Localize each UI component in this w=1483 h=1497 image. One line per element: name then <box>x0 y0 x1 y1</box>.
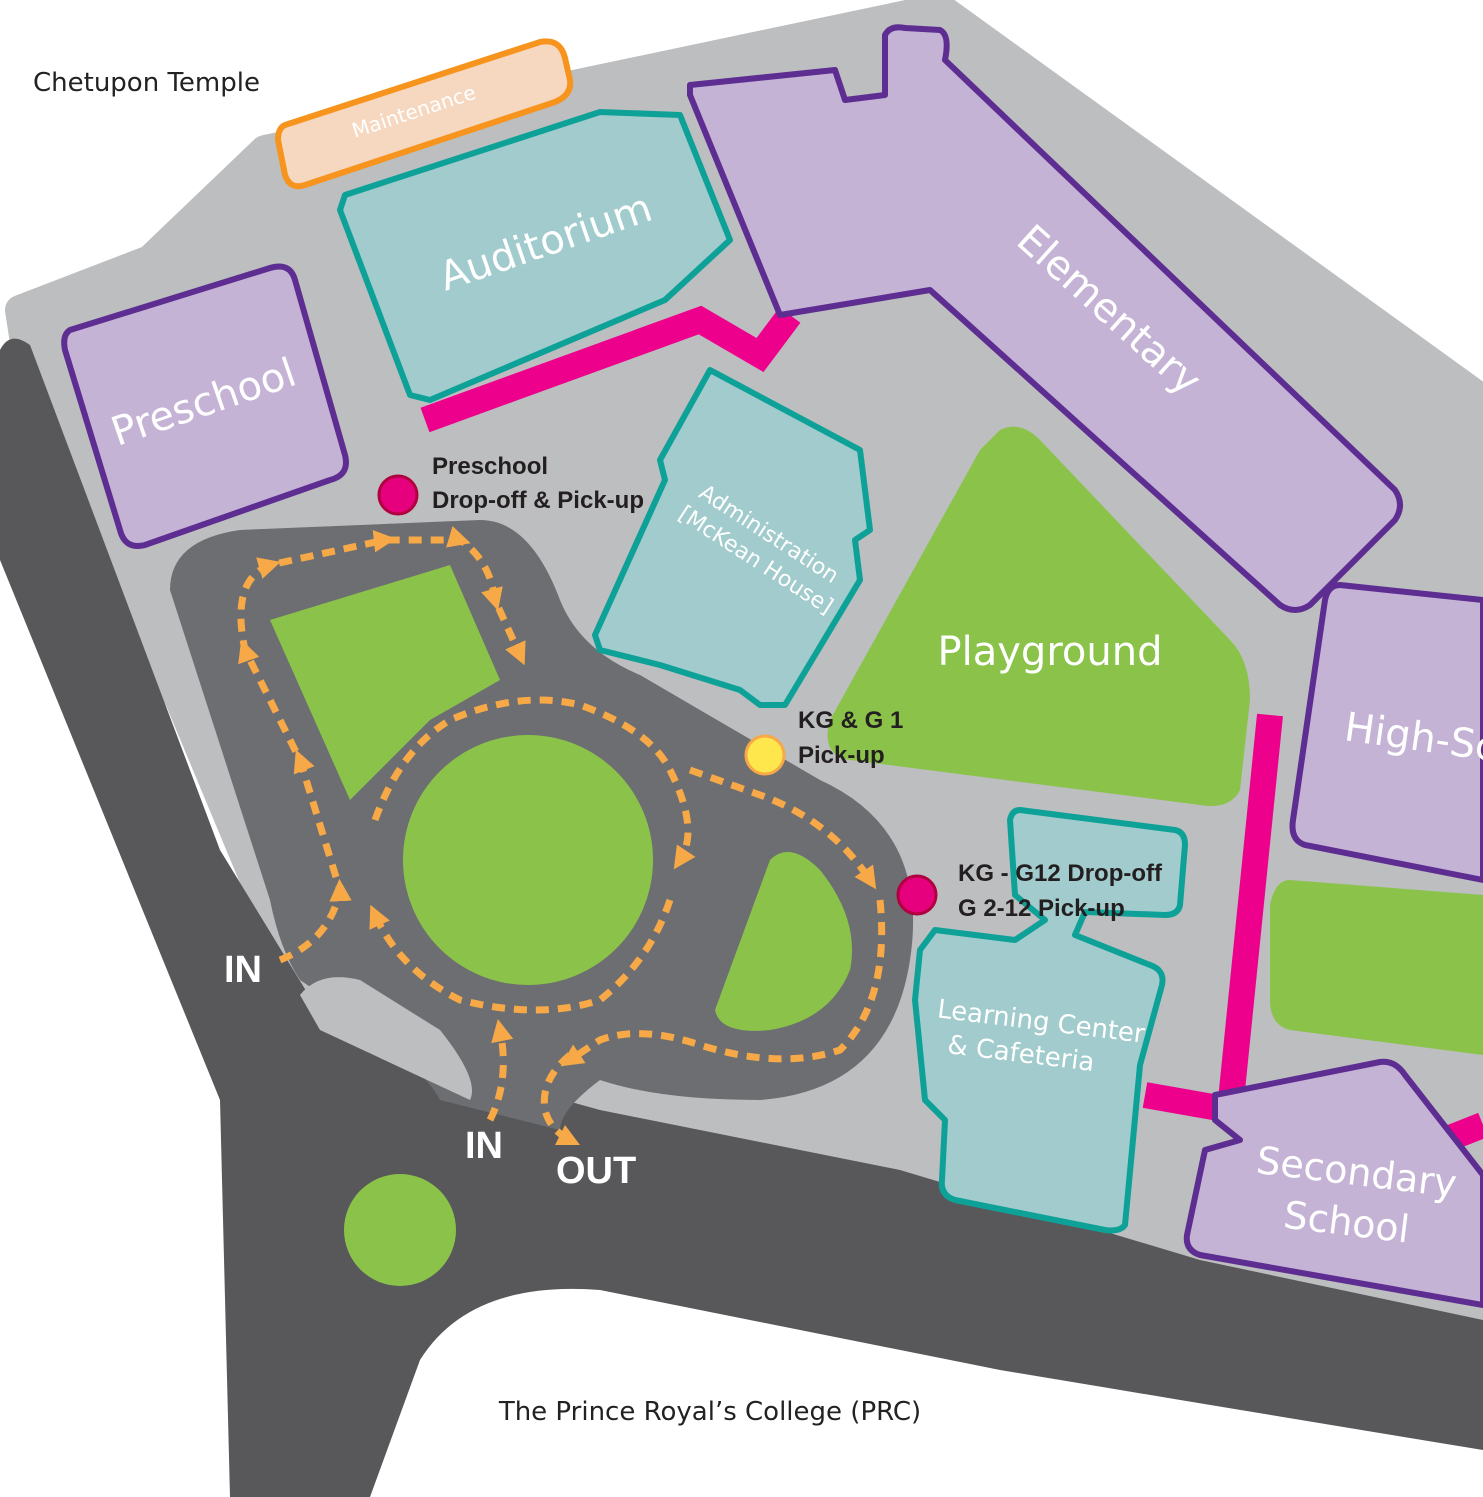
out-label: OUT <box>556 1150 636 1192</box>
flow-east-loop <box>560 899 886 1067</box>
preschool-dropoff-marker <box>377 474 419 516</box>
high-school-building <box>1289 581 1483 884</box>
maintenance-building <box>274 38 574 190</box>
walkway-auditorium <box>420 305 801 433</box>
lawn-east <box>1270 880 1483 1055</box>
traffic-flow <box>237 526 886 1146</box>
college-label: The Prince Royal’s College (PRC) <box>498 1397 921 1427</box>
lawn-road-circle <box>344 1174 456 1286</box>
preschool-building <box>61 263 349 549</box>
preschool-marker-label-line1: Preschool <box>432 453 548 480</box>
lawn-oval <box>715 852 852 1031</box>
learning-center-building <box>912 807 1188 1234</box>
preschool-marker-label-line2: Drop-off & Pick-up <box>432 487 644 514</box>
playground-label: Playground <box>938 629 1163 675</box>
g12-marker-label-line2: G 2-12 Pick-up <box>958 895 1125 922</box>
secondary-school-building <box>1183 1058 1483 1308</box>
walkway-high-school <box>1217 713 1283 1112</box>
lawn-roundabout <box>403 735 653 985</box>
flow-in-left <box>237 526 526 964</box>
g12-marker-label-line1: KG - G12 Drop-off <box>958 860 1163 887</box>
kg-marker-label-line2: Pick-up <box>798 742 885 769</box>
flow-roundabout-top <box>371 696 696 870</box>
flow-out <box>540 1052 581 1146</box>
kg-pickup-marker <box>744 734 786 776</box>
flow-in-bottom <box>486 1019 514 1122</box>
driveway-island-gap <box>300 977 472 1100</box>
flow-east <box>688 766 877 890</box>
in-bottom-label: IN <box>465 1125 503 1167</box>
in-left-label: IN <box>224 949 262 991</box>
kg-marker-label-line1: KG & G 1 <box>798 707 903 734</box>
administration-building <box>592 367 873 708</box>
lawn-playground <box>827 426 1250 806</box>
g12-dropoff-marker <box>896 874 938 916</box>
auditorium-building <box>337 109 733 403</box>
elementary-building <box>687 24 1403 613</box>
temple-label: Chetupon Temple <box>33 68 260 98</box>
